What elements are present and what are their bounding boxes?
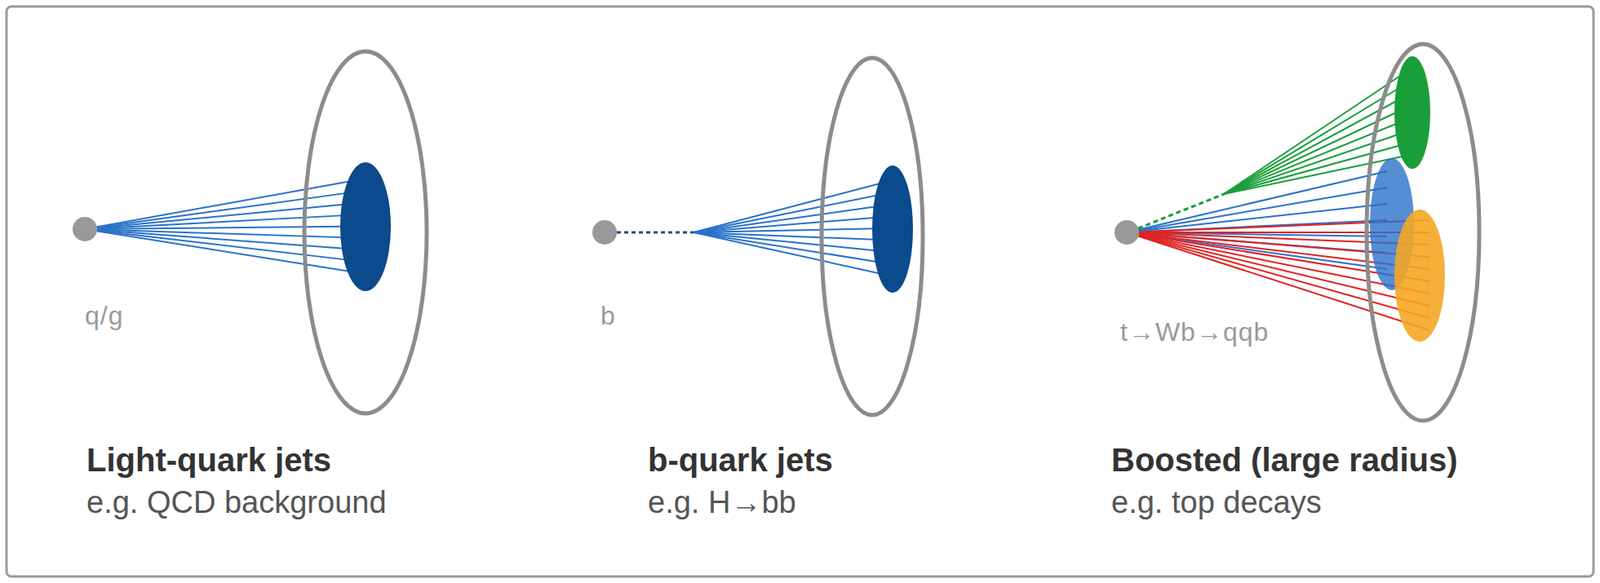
jet-cone <box>872 165 914 293</box>
frame <box>6 6 1594 577</box>
particle-track <box>84 190 361 230</box>
particle-track <box>1126 203 1388 233</box>
detector-ring <box>821 57 923 416</box>
subjet-orange <box>1394 209 1445 342</box>
particle-track <box>84 226 361 231</box>
particle-track <box>693 232 890 253</box>
particle-symbol: q/g <box>84 300 124 332</box>
panel-subtitle: e.g. QCD background <box>86 484 387 523</box>
detector-ring <box>304 51 427 414</box>
particle-track <box>84 229 361 274</box>
particle-symbol: b <box>600 300 617 332</box>
panel-subtitle: e.g. top decays <box>1111 484 1322 523</box>
particle-track <box>84 229 361 250</box>
displaced-vertex-line <box>616 231 694 235</box>
decay-chain: t→Wb→qqb <box>1120 316 1269 348</box>
particle-track <box>693 232 890 276</box>
particle-track <box>693 228 890 233</box>
particle-track <box>84 214 361 230</box>
particle-track <box>693 181 890 233</box>
particle-track <box>1126 187 1388 233</box>
jet-fans <box>84 69 1430 331</box>
vertex-dot <box>72 217 98 242</box>
particle-track <box>693 204 890 233</box>
particle-track <box>84 179 361 230</box>
vertex-dot <box>1114 220 1140 245</box>
particle-track <box>84 229 361 262</box>
w-line <box>1138 194 1224 229</box>
jet-cone <box>340 162 391 292</box>
panel-heading: b-quark jets <box>647 440 834 480</box>
detector-ring <box>1366 44 1480 422</box>
particle-track <box>693 232 890 265</box>
vertex-dot <box>592 220 617 245</box>
panel-heading: Light-quark jets <box>86 440 332 480</box>
particle-track <box>693 217 890 234</box>
panel-subtitle: e.g. H→bb <box>647 484 797 523</box>
subjet-green <box>1394 56 1431 169</box>
particle-track <box>693 193 890 234</box>
particle-track <box>84 203 361 230</box>
panel-heading: Boosted (large radius) <box>1111 440 1459 480</box>
